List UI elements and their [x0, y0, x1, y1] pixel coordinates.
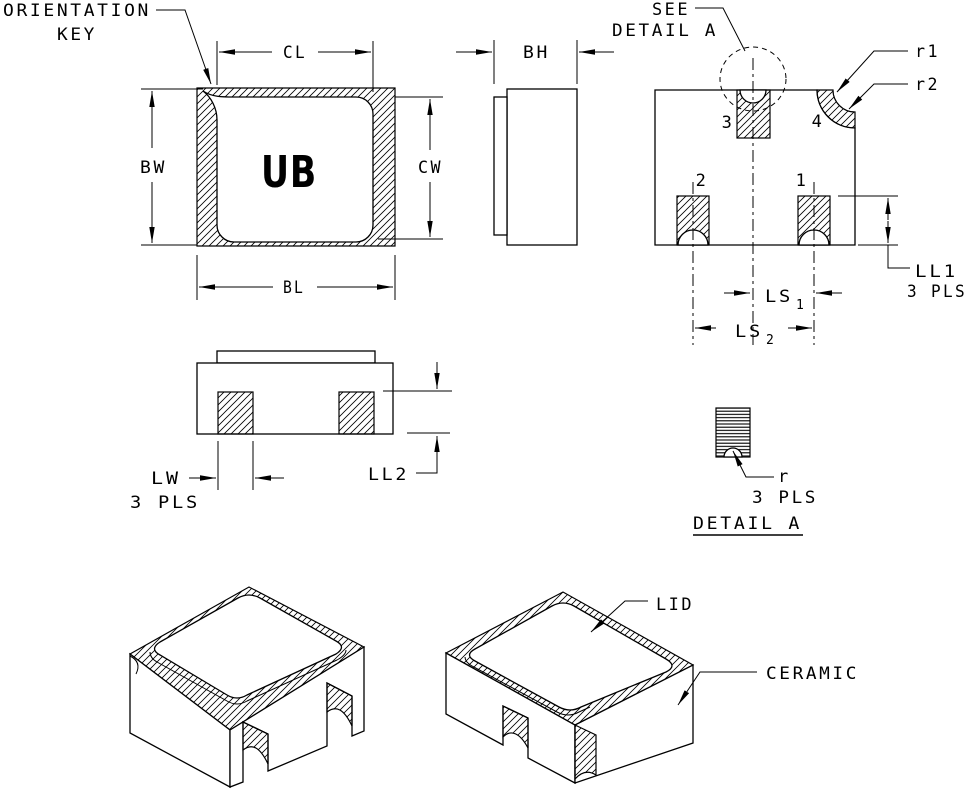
pad4 — [816, 89, 856, 129]
front-view: LW 3 PLS LL2 — [130, 350, 452, 513]
pad3-castellation-hole — [739, 89, 767, 104]
cl-label: CL — [283, 43, 307, 63]
cavity-outline — [202, 90, 374, 243]
ceramic-leader — [677, 671, 757, 706]
ll2-connector — [416, 458, 438, 474]
detail-a-title: DETAIL A — [693, 514, 802, 534]
pad2-label: 2 — [696, 171, 709, 191]
iso-right-lid — [468, 602, 673, 711]
r2-label: r2 — [915, 75, 940, 95]
detail-r-note: 3 PLS — [752, 488, 818, 508]
ll1-connector — [887, 245, 910, 269]
iso-right-lid-thickness — [464, 656, 591, 716]
iso-left-face-right — [229, 645, 365, 788]
pad4-label: 4 — [812, 112, 825, 132]
detail-r-label: r — [778, 467, 791, 487]
orientation-key-leader — [156, 9, 212, 85]
r1-leader — [836, 50, 908, 93]
side-body — [506, 88, 578, 246]
bl-label: BL — [283, 278, 305, 298]
ll1-label: LL1 — [915, 262, 958, 282]
ls1-label: LS — [765, 287, 793, 307]
see-detail-leader — [695, 7, 746, 52]
iso-left-lid — [153, 594, 343, 699]
iso-left-castellation-pad-rear — [326, 682, 353, 727]
iso-left-view — [128, 586, 366, 789]
see-detail-line1: SEE — [652, 0, 690, 20]
ll2-label: LL2 — [368, 465, 409, 485]
iso-left-orientation-groove — [129, 655, 139, 675]
ls2-label: LS — [735, 322, 763, 342]
ls1-subscript: 1 — [796, 298, 805, 313]
see-detail-line2: DETAIL A — [612, 21, 718, 41]
top-view: UB ORIENTATION KEY CL BW CW BL — [3, 1, 443, 300]
orientation-callout-line2: KEY — [57, 25, 97, 45]
detail-a-view: r 3 PLS DETAIL A — [693, 407, 818, 536]
ll1-note: 3 PLS — [907, 282, 967, 302]
lw-note: 3 PLS — [130, 493, 200, 513]
lw-label: LW — [151, 469, 181, 489]
lid-leader — [590, 600, 648, 633]
r1-label: r1 — [915, 42, 940, 62]
ub-marking: UB — [261, 147, 317, 198]
iso-left-castellation-pad-front — [242, 721, 269, 765]
ceramic-label: CERAMIC — [766, 664, 859, 684]
ls2-subscript: 2 — [766, 333, 775, 348]
front-pad-right — [338, 391, 375, 435]
detail-r-leader — [732, 450, 774, 478]
r2-leader — [848, 83, 908, 110]
bw-label: BW — [140, 158, 167, 178]
orientation-callout-line1: ORIENTATION — [3, 1, 151, 21]
front-lid — [216, 350, 376, 364]
iso-left-lid-thickness — [149, 649, 347, 705]
lid-label: LID — [656, 595, 694, 615]
bottom-view: SEE DETAIL A 3 4 2 1 r1 r2 LL1 3 PLS LS … — [612, 0, 967, 348]
iso-right-corner-castellation — [574, 724, 597, 781]
pad3-label: 3 — [722, 113, 735, 133]
side-lid — [493, 96, 508, 236]
cw-label: CW — [418, 158, 443, 178]
front-pad-left — [217, 391, 254, 435]
bh-label: BH — [523, 43, 550, 63]
iso-right-castellation-pad-left — [502, 705, 529, 749]
pad1-label: 1 — [796, 171, 809, 191]
iso-right-view: LID CERAMIC — [444, 591, 859, 785]
detail-a-circle — [719, 46, 787, 112]
side-view: BH — [456, 40, 614, 246]
